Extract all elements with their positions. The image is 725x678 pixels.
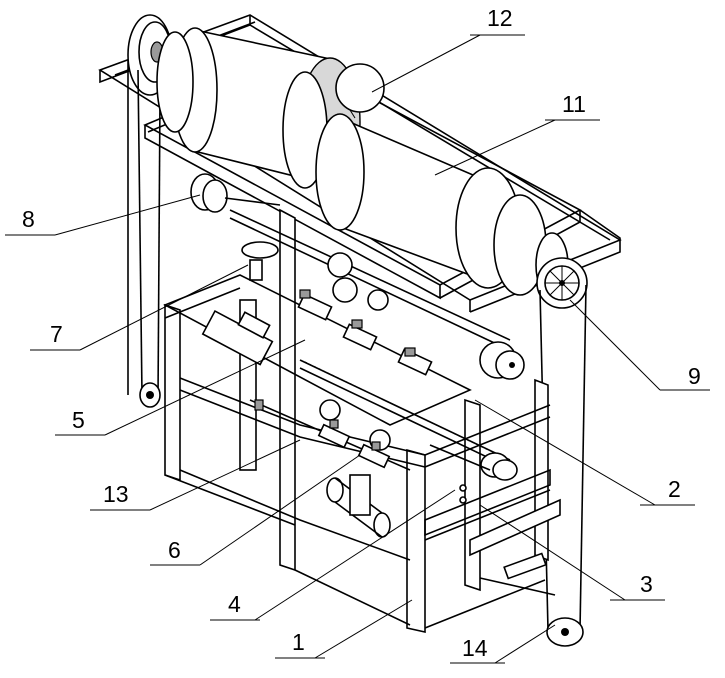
drum-right (316, 114, 568, 297)
small-pulley-8 (191, 174, 280, 212)
label-6: 6 (168, 537, 181, 563)
label-7: 7 (50, 321, 63, 347)
label-14: 14 (462, 635, 488, 661)
label-9: 9 (688, 363, 701, 389)
label-4: 4 (228, 591, 241, 617)
label-5: 5 (72, 407, 85, 433)
label-8: 8 (22, 206, 35, 232)
label-11: 11 (562, 91, 586, 117)
label-2: 2 (668, 476, 681, 502)
label-3: 3 (640, 571, 653, 597)
label-12: 12 (487, 5, 513, 31)
label-1: 1 (292, 629, 305, 655)
label-13: 13 (103, 481, 129, 507)
